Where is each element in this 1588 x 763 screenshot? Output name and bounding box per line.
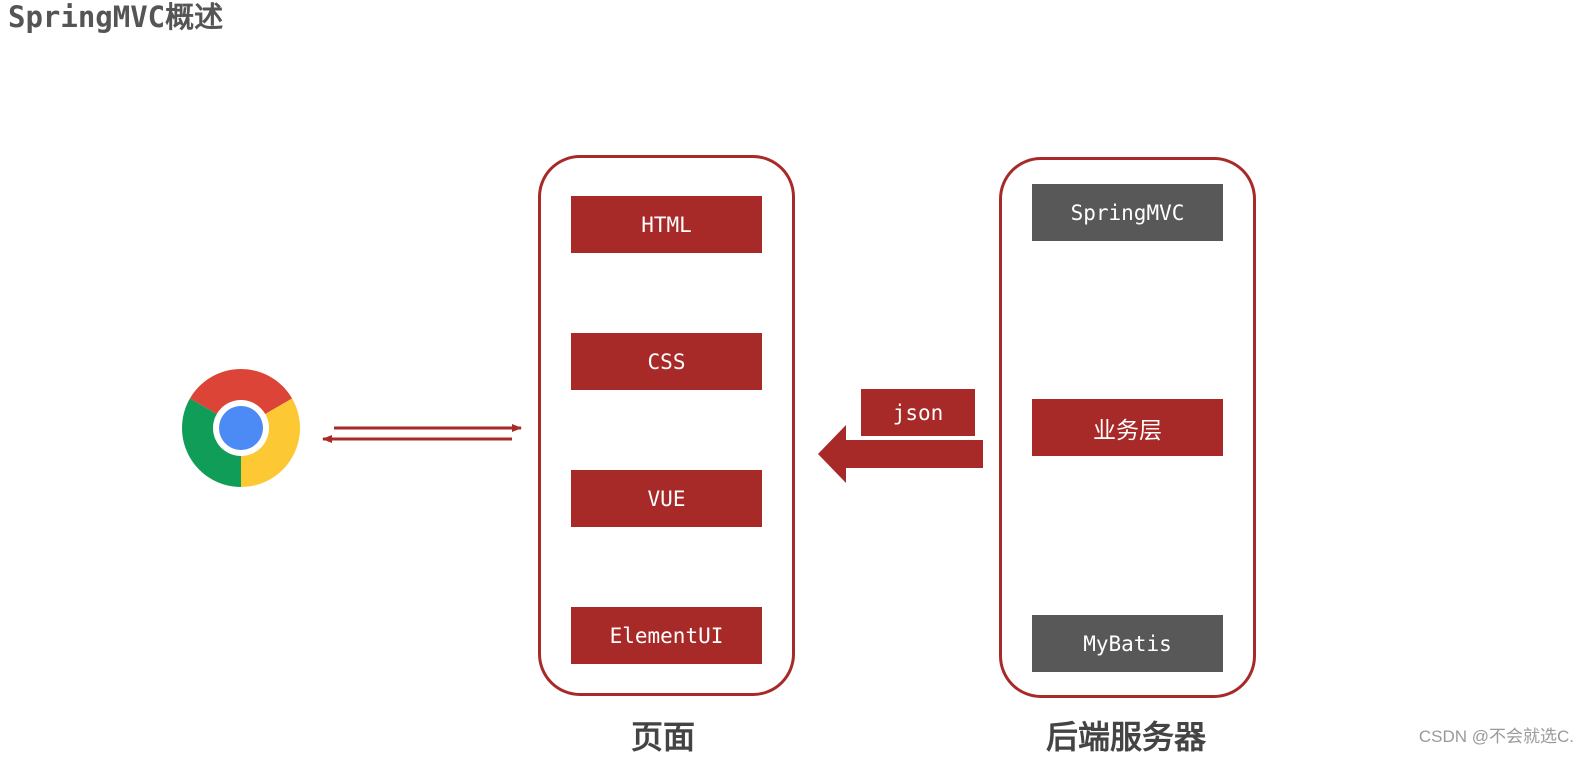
mybatis-box: MyBatis bbox=[1032, 615, 1223, 672]
frontend-caption: 页面 bbox=[631, 718, 696, 756]
springmvc-box: SpringMVC bbox=[1032, 184, 1223, 241]
css-box: CSS bbox=[571, 333, 762, 390]
backend-caption: 后端服务器 bbox=[1046, 718, 1207, 756]
watermark: CSDN @不会就选C. bbox=[1418, 727, 1574, 746]
service-layer-box: 业务层 bbox=[1032, 399, 1223, 456]
json-label: json bbox=[861, 389, 975, 436]
vue-box: VUE bbox=[571, 470, 762, 527]
html-box: HTML bbox=[571, 196, 762, 253]
elementui-box: ElementUI bbox=[571, 607, 762, 664]
json-response-arrow bbox=[818, 425, 983, 483]
page-title: SpringMVC概述 bbox=[8, 0, 224, 34]
